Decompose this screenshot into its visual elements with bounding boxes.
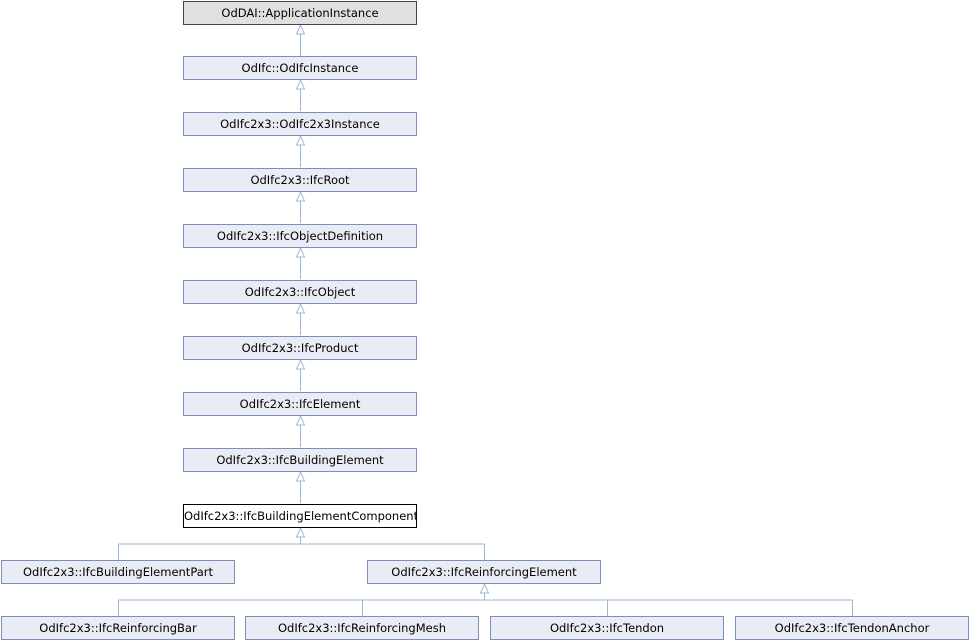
- edge-arrow: [295, 23, 306, 35]
- edge-arrow: [295, 526, 306, 538]
- edge-arrow: [295, 358, 306, 370]
- edge-arrow: [295, 414, 306, 426]
- node-ifcroot[interactable]: OdIfc2x3::IfcRoot: [183, 168, 417, 192]
- node-ifcbuildingelementpart[interactable]: OdIfc2x3::IfcBuildingElementPart: [1, 560, 235, 584]
- node-odifcinstance[interactable]: OdIfc::OdIfcInstance: [183, 56, 417, 80]
- node-ifctendon[interactable]: OdIfc2x3::IfcTendon: [490, 616, 724, 640]
- edge-arrow: [295, 190, 306, 202]
- node-ifcobject[interactable]: OdIfc2x3::IfcObject: [183, 280, 417, 304]
- edge-arrow: [479, 582, 490, 594]
- node-ifcreinforcingelement[interactable]: OdIfc2x3::IfcReinforcingElement: [367, 560, 601, 584]
- edge-arrow: [295, 134, 306, 146]
- node-ifcbuildingelementcomponent: OdIfc2x3::IfcBuildingElementComponent: [183, 504, 417, 528]
- node-ifcreinforcingmesh[interactable]: OdIfc2x3::IfcReinforcingMesh: [245, 616, 479, 640]
- edge-arrow: [295, 302, 306, 314]
- node-ifcreinforcingbar[interactable]: OdIfc2x3::IfcReinforcingBar: [1, 616, 235, 640]
- edge-arrow: [295, 78, 306, 90]
- node-applicationinstance[interactable]: OdDAI::ApplicationInstance: [183, 1, 417, 25]
- node-ifctendonanchor[interactable]: OdIfc2x3::IfcTendonAnchor: [735, 616, 969, 640]
- node-ifcelement[interactable]: OdIfc2x3::IfcElement: [183, 392, 417, 416]
- edge-arrow: [295, 246, 306, 258]
- edge-arrow: [295, 470, 306, 482]
- node-ifcproduct[interactable]: OdIfc2x3::IfcProduct: [183, 336, 417, 360]
- node-odifc2x3instance[interactable]: OdIfc2x3::OdIfc2x3Instance: [183, 112, 417, 136]
- node-ifcobjectdefinition[interactable]: OdIfc2x3::IfcObjectDefinition: [183, 224, 417, 248]
- node-ifcbuildingelement[interactable]: OdIfc2x3::IfcBuildingElement: [183, 448, 417, 472]
